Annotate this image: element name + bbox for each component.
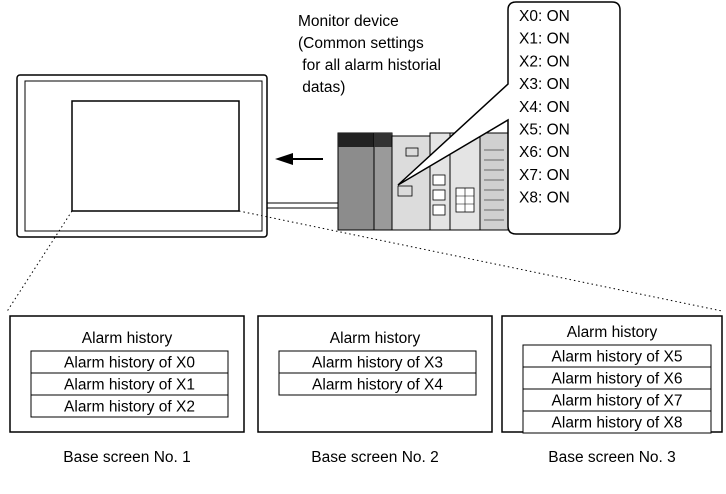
- display-screen: [71, 100, 240, 212]
- history-row-label: Alarm history of X7: [552, 393, 683, 410]
- monitor-label-line: Monitor device: [298, 13, 399, 30]
- device-state-item: X0: ON: [519, 8, 570, 25]
- device-state-item: X8: ON: [519, 190, 570, 207]
- device-state-list: X0: ON X1: ON X2: ON X3: ON X4: ON X5: ON X6: …: [519, 8, 570, 207]
- device-state-item: X4: ON: [519, 99, 570, 116]
- device-state-item: X7: ON: [519, 167, 570, 184]
- device-state-item: X6: ON: [519, 144, 570, 161]
- projection-line-right: [238, 210, 723, 312]
- history-row-label: Alarm history of X4: [312, 377, 443, 394]
- screen-title: Alarm history: [82, 330, 173, 347]
- history-row-label: Alarm history of X5: [552, 349, 683, 366]
- screen-title: Alarm history: [330, 330, 421, 347]
- device-state-item: X3: ON: [519, 76, 570, 93]
- connection-cable: [267, 202, 338, 209]
- data-flow-arrow: [275, 153, 323, 165]
- got-display: [16, 74, 268, 238]
- monitor-label-line: for all alarm historial: [298, 57, 441, 74]
- history-row: [30, 394, 229, 418]
- history-row-label: Alarm history of X0: [64, 355, 195, 372]
- screen-caption: Base screen No. 3: [548, 449, 676, 466]
- plc-unit: [337, 132, 509, 231]
- history-row-label: Alarm history of X2: [64, 399, 195, 416]
- device-state-item: X1: ON: [519, 31, 570, 48]
- history-row-label: Alarm history of X8: [552, 415, 683, 432]
- history-row: [522, 410, 712, 434]
- device-state-item: X2: ON: [519, 53, 570, 70]
- screen-caption: Base screen No. 1: [63, 449, 191, 466]
- device-state-item: X5: ON: [519, 122, 570, 139]
- monitor-device-label: Monitor device (Common settings for all a…: [298, 13, 441, 96]
- screen-title: Alarm history: [567, 324, 658, 341]
- device-state-callout: X0: ON X1: ON X2: ON X3: ON X4: ON X5: ON X6: …: [397, 1, 621, 235]
- screen-caption: Base screen No. 2: [311, 449, 439, 466]
- history-row-label: Alarm history of X3: [312, 355, 443, 372]
- monitor-label-line: (Common settings: [298, 35, 424, 52]
- history-row-label: Alarm history of X1: [64, 377, 195, 394]
- history-row: [278, 372, 477, 396]
- monitor-label-line: datas): [298, 79, 345, 96]
- history-row-label: Alarm history of X6: [552, 371, 683, 388]
